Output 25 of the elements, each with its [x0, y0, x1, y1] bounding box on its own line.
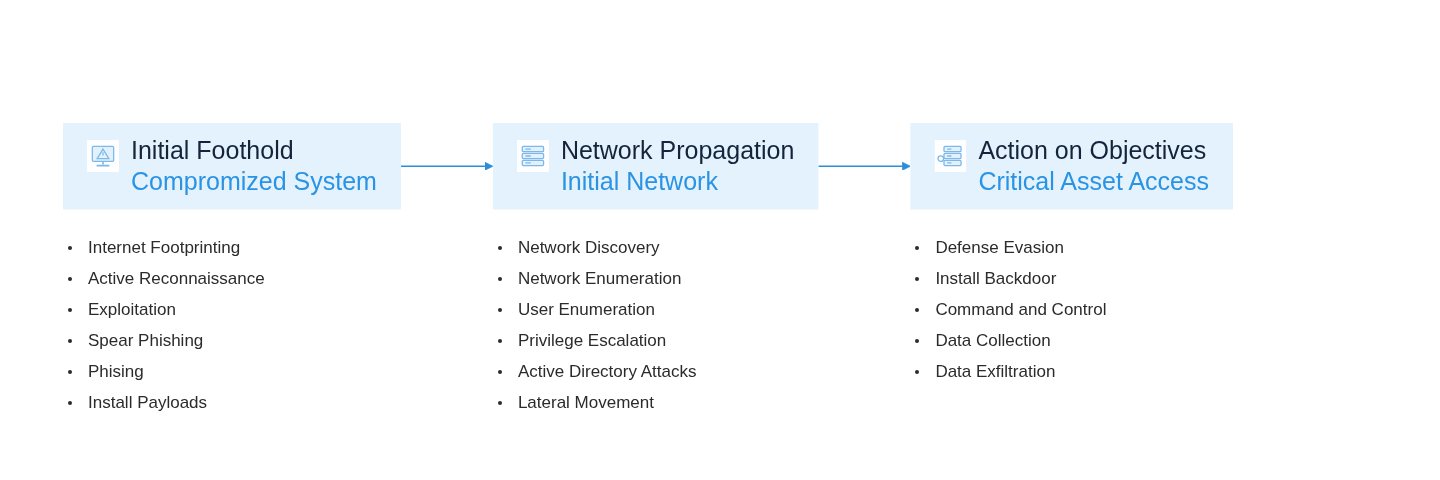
list-item: Privilege Escalation	[517, 331, 667, 351]
list-item: Defense Evasion	[935, 238, 1064, 258]
list-item: Spear Phishing	[88, 331, 204, 351]
list-item: Active Reconnaissance	[88, 269, 265, 289]
box-heading: Network Propagation	[560, 136, 795, 164]
list-item: Phising	[88, 362, 144, 382]
list-item: Lateral Movement	[517, 393, 654, 413]
list-item: Network Discovery	[517, 238, 660, 258]
list-item: Command and Control	[935, 300, 1107, 320]
list-item: Active Directory Attacks	[517, 362, 697, 382]
list-item: Network Enumeration	[517, 269, 682, 289]
box-subheading: Critical Asset Access	[978, 167, 1209, 196]
arrow	[400, 161, 494, 171]
list-item: Install Payloads	[88, 393, 208, 413]
box-subheading: Compromized System	[131, 167, 377, 196]
list-item: User Enumeration	[517, 300, 655, 320]
box-heading: Initial Foothold	[131, 136, 294, 164]
list-item: Exploitation	[88, 300, 176, 320]
box-subheading: Initial Network	[560, 167, 718, 196]
list-item: Internet Footprinting	[88, 238, 241, 258]
arrow	[817, 161, 911, 171]
list-item: Install Backdoor	[935, 269, 1057, 289]
list-item: Data Collection	[935, 331, 1051, 351]
box-heading: Action on Objectives	[978, 136, 1207, 164]
list-item: Data Exfiltration	[935, 362, 1056, 382]
